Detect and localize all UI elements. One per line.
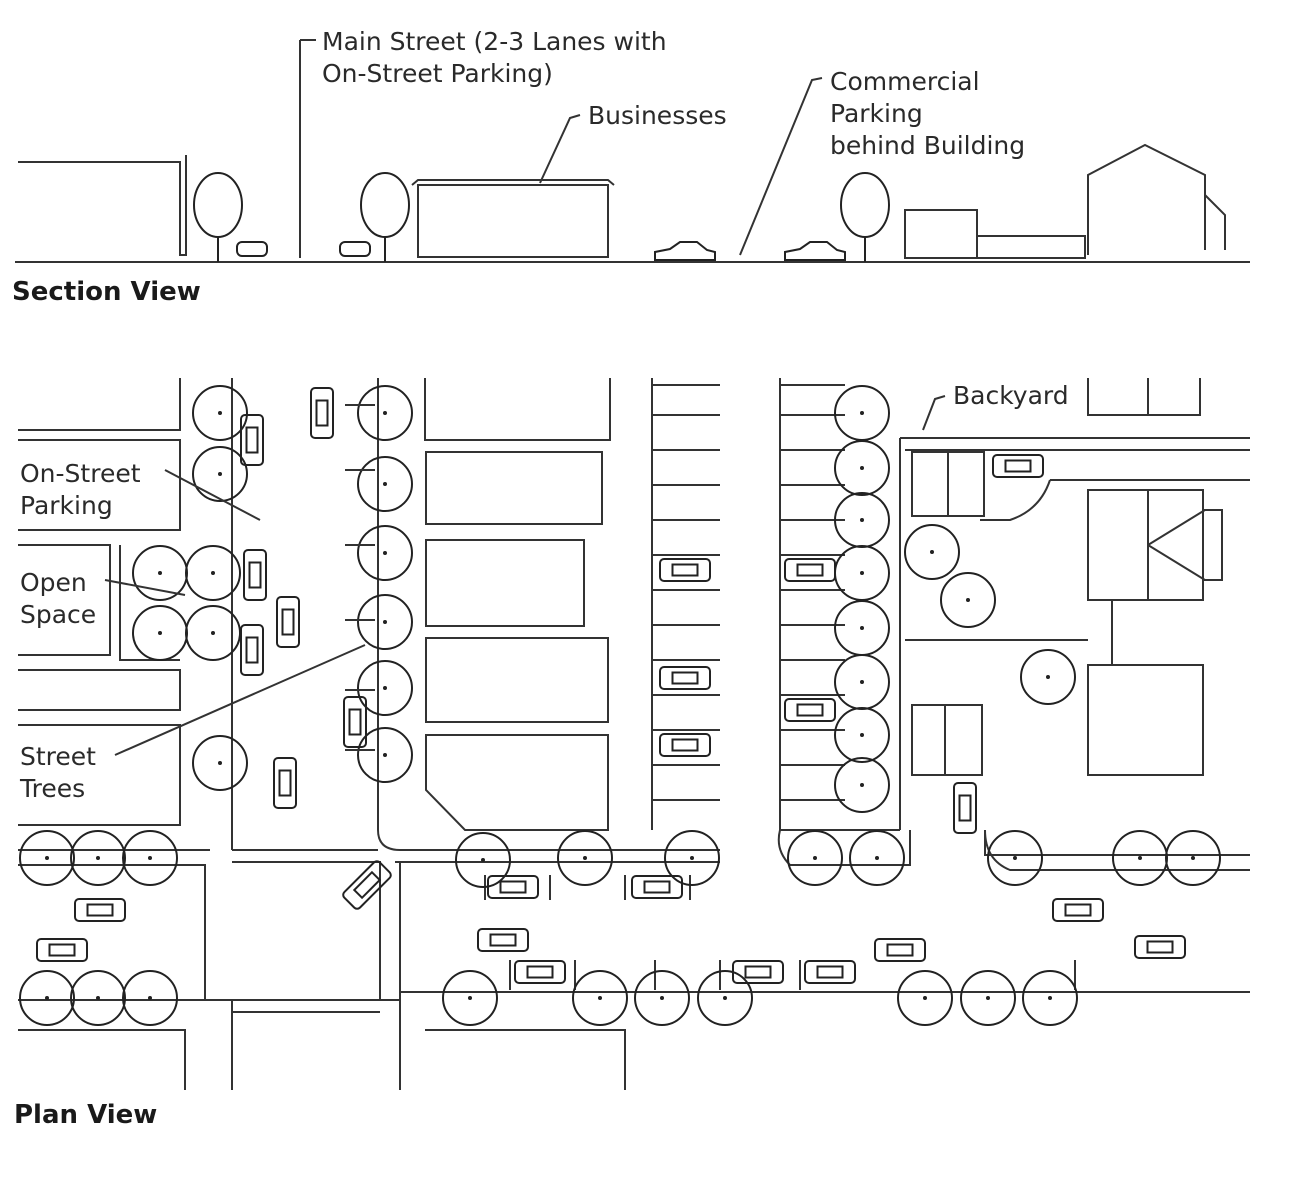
plan-tree xyxy=(834,654,890,710)
plan-car xyxy=(659,733,711,757)
section-car xyxy=(654,241,716,261)
main-street-label: Main Street (2-3 Lanes with On-Street Pa… xyxy=(322,27,667,88)
section-car xyxy=(339,241,371,257)
plan-car xyxy=(240,624,264,676)
plan-tree xyxy=(19,970,75,1026)
plan-tree xyxy=(1165,830,1221,886)
plan-tree xyxy=(442,970,498,1026)
plan-tree xyxy=(897,970,953,1026)
plan-car xyxy=(784,558,836,582)
plan-car xyxy=(487,875,539,899)
plan-tree xyxy=(357,660,413,716)
plan-car xyxy=(343,696,367,748)
section-car xyxy=(784,241,846,261)
plan-tree xyxy=(834,385,890,441)
plan-tree xyxy=(697,970,753,1026)
backyard-label: Backyard xyxy=(953,381,1069,410)
plan-tree xyxy=(70,970,126,1026)
plan-tree xyxy=(192,735,248,791)
plan-car xyxy=(874,938,926,962)
plan-car xyxy=(310,387,334,439)
section-car xyxy=(236,241,268,257)
plan-tree xyxy=(834,545,890,601)
plan-tree xyxy=(357,385,413,441)
plan-car xyxy=(477,928,529,952)
plan-tree xyxy=(357,456,413,512)
plan-tree xyxy=(70,830,126,886)
plan-tree xyxy=(834,600,890,656)
plan-car xyxy=(342,860,392,910)
plan-tree xyxy=(19,830,75,886)
plan-car xyxy=(276,596,300,648)
businesses-label: Businesses xyxy=(588,101,727,130)
plan-car xyxy=(631,875,683,899)
plan-tree xyxy=(455,832,511,888)
plan-view-title: Plan View xyxy=(14,1100,158,1130)
on-street-parking-label: On-Street Parking xyxy=(20,459,141,520)
plan-tree xyxy=(834,757,890,813)
plan-car xyxy=(659,666,711,690)
plan-car xyxy=(804,960,856,984)
plan-tree xyxy=(122,830,178,886)
plan-tree xyxy=(987,830,1043,886)
plan-car xyxy=(784,698,836,722)
section-tree xyxy=(360,172,410,262)
plan-tree xyxy=(1020,649,1076,705)
plan-tree xyxy=(1022,970,1078,1026)
plan-car xyxy=(36,938,88,962)
plan-tree xyxy=(557,830,613,886)
plan-car xyxy=(992,454,1044,478)
plan-car xyxy=(273,757,297,809)
plan-tree xyxy=(132,605,188,661)
plan-car xyxy=(514,960,566,984)
plan-tree xyxy=(904,524,960,580)
plan-tree xyxy=(357,594,413,650)
section-tree xyxy=(193,172,243,262)
plan-tree xyxy=(834,440,890,496)
plan-tree xyxy=(192,446,248,502)
plan-tree xyxy=(357,525,413,581)
section-view-title: Section View xyxy=(12,277,201,307)
plan-tree xyxy=(572,970,628,1026)
plan-car xyxy=(240,414,264,466)
plan-view-drawing xyxy=(18,378,1250,1090)
plan-car xyxy=(243,549,267,601)
plan-car xyxy=(953,782,977,834)
plan-car xyxy=(732,960,784,984)
plan-tree xyxy=(357,727,413,783)
plan-tree xyxy=(122,970,178,1026)
plan-tree xyxy=(787,830,843,886)
street-trees-label: Street Trees xyxy=(20,742,96,803)
plan-car xyxy=(74,898,126,922)
open-space-label: Open Space xyxy=(20,568,97,629)
plan-tree xyxy=(185,545,241,601)
plan-tree xyxy=(664,830,720,886)
plan-tree xyxy=(192,385,248,441)
plan-tree xyxy=(960,970,1016,1026)
section-tree xyxy=(840,172,890,262)
plan-tree xyxy=(1112,830,1168,886)
plan-car xyxy=(1134,935,1186,959)
plan-car xyxy=(1052,898,1104,922)
plan-tree xyxy=(132,545,188,601)
plan-tree xyxy=(834,707,890,763)
section-view-drawing xyxy=(15,39,1250,431)
commercial-parking-label: Commercial Parking behind Building xyxy=(830,67,1026,160)
plan-tree xyxy=(849,830,905,886)
plan-tree xyxy=(940,572,996,628)
plan-tree xyxy=(634,970,690,1026)
plan-car xyxy=(659,558,711,582)
